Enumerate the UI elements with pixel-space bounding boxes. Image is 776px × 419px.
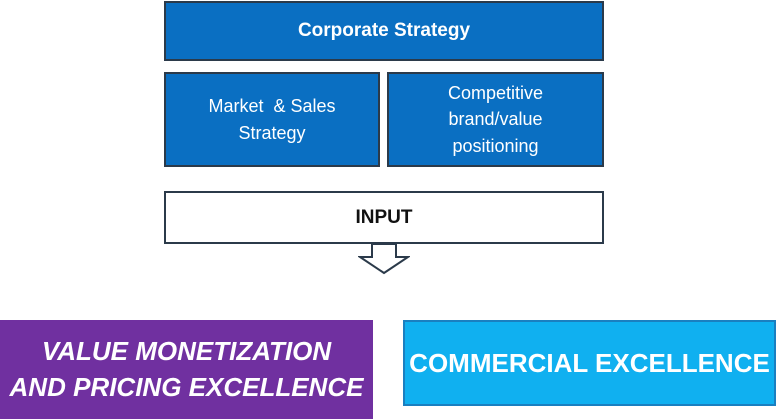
input-box: INPUT [164,191,604,244]
value-monetization-line-2: AND PRICING EXCELLENCE [9,371,364,402]
market-sales-line-2: Strategy [238,122,306,143]
down-arrow-icon [358,243,410,275]
commercial-excellence-box: COMMERCIAL EXCELLENCE [403,320,776,406]
brand-positioning-line-3: positioning [452,135,539,156]
arrow-shape [358,243,410,275]
corporate-strategy-label: Corporate Strategy [297,20,471,41]
market-sales-strategy-box: Market & Sales Strategy [164,72,380,167]
brand-positioning-box: Competitive brand/value positioning [387,72,604,167]
market-sales-line-1: Market & Sales [208,96,336,117]
brand-positioning-line-1: Competitive [447,83,544,104]
commercial-excellence-label: COMMERCIAL EXCELLENCE [409,347,770,378]
brand-positioning-line-2: brand/value [448,109,543,130]
corporate-strategy-box: Corporate Strategy [164,1,604,61]
value-monetization-line-1: VALUE MONETIZATION [41,336,332,367]
input-label: INPUT [355,207,413,228]
value-monetization-box: VALUE MONETIZATION AND PRICING EXCELLENC… [0,320,373,419]
